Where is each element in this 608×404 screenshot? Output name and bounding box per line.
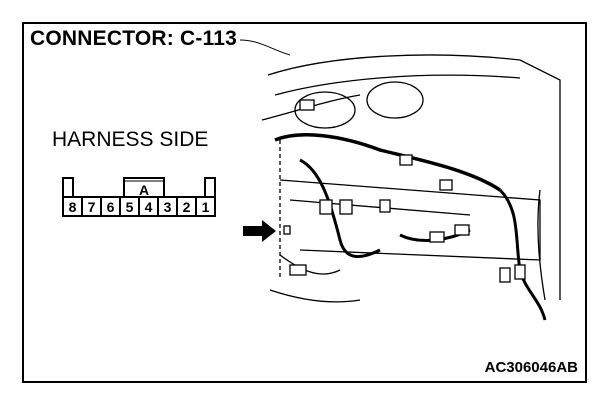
pin-number: 3 (164, 199, 172, 215)
pin-number: 1 (202, 199, 210, 215)
arrow-icon (243, 220, 276, 242)
figure-code: AC306046AB (484, 359, 578, 376)
harness-side-label: HARNESS SIDE (52, 128, 209, 151)
pin-number: 5 (126, 199, 134, 215)
pin-number: 6 (107, 199, 115, 215)
connector-key-label: A (139, 182, 149, 198)
connector-title: CONNECTOR: C-113 (30, 27, 238, 50)
pin-number: 4 (145, 199, 153, 215)
pin-number: 7 (88, 199, 96, 215)
pin-number: 8 (69, 199, 77, 215)
dashboard-wiring-illustration (261, 54, 561, 321)
figure-frame (22, 22, 587, 383)
leader-line (239, 39, 291, 56)
pin-number: 2 (183, 199, 191, 215)
